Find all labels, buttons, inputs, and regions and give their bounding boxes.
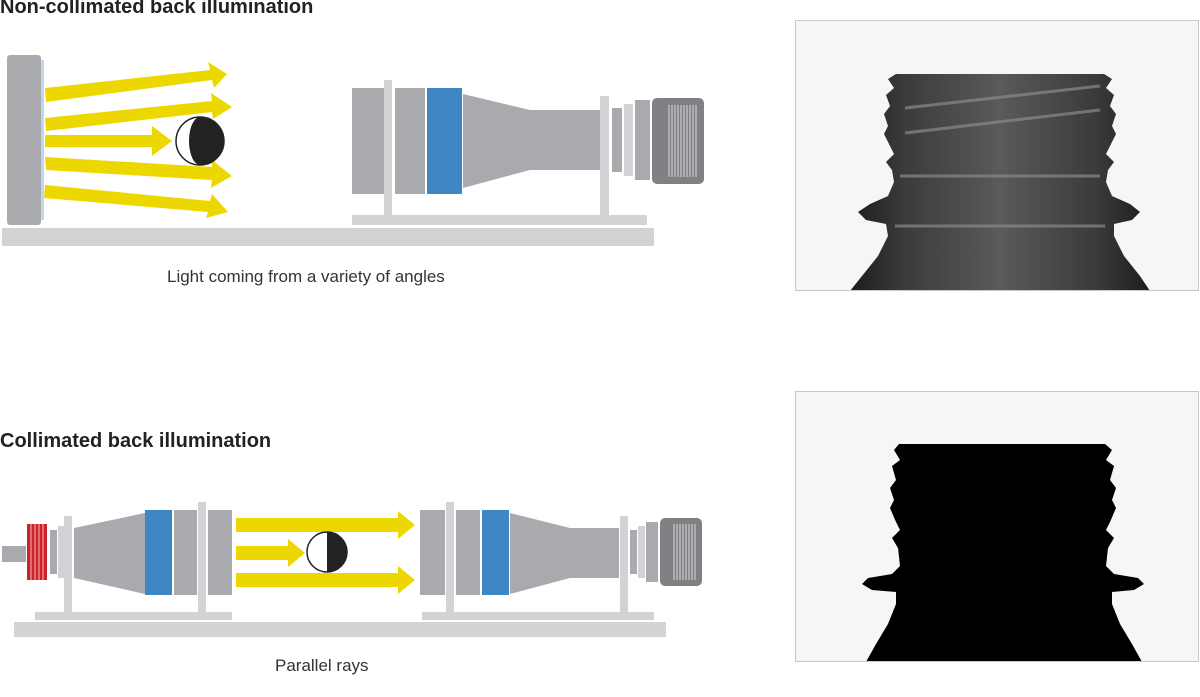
illuminator-mount-post [198,502,206,612]
bottom-section-caption: Parallel rays [275,656,369,675]
collimated-result-image [795,391,1199,662]
lens-mount-post [384,80,392,215]
ray-arrow [45,93,232,131]
top-section-title: Non-collimated back illumination [0,0,314,18]
thread-highlights [895,84,1105,228]
lens-mount-post [600,96,609,215]
lens-mount-post [446,502,454,612]
lens-mount-post [620,516,628,612]
diffuse-backlight [7,55,41,225]
bottom-camera-rail [422,612,654,620]
ray-arrow [45,157,232,188]
lens-blue-element [482,510,509,595]
non-collimated-setup [2,55,704,246]
camera-body [652,98,704,184]
ray-arrow [236,511,415,539]
lens-blue-element [427,88,462,194]
test-object [306,531,348,573]
diffuser-plate [41,60,44,220]
ray-arrow [236,566,415,594]
standard-lens [352,80,650,215]
bottle-neck-translucent [850,74,1150,290]
cable-connector [2,546,26,562]
collimated-illuminator [2,502,232,612]
illuminator-rail [35,612,232,620]
illuminator-blue-element [145,510,172,595]
top-section-caption: Light coming from a variety of angles [167,267,445,286]
ray-arrow [45,126,172,156]
divergent-rays [44,62,232,218]
ray-arrow [45,62,227,102]
ray-arrow [44,185,228,218]
led-emitter [27,524,47,580]
bottom-base-rail [14,622,666,637]
non-collimated-result-image [795,20,1199,291]
bottle-neck-silhouette [862,444,1144,661]
test-object [175,116,225,166]
parallel-rays [236,511,415,594]
illuminator-mount-post [64,516,72,612]
ray-arrow [236,539,305,567]
bottom-section-title: Collimated back illumination [0,430,272,452]
telecentric-lens [420,502,658,612]
top-camera-rail [352,215,647,225]
camera-body [660,518,702,586]
top-base-rail [2,228,654,246]
collimated-setup [2,502,702,637]
